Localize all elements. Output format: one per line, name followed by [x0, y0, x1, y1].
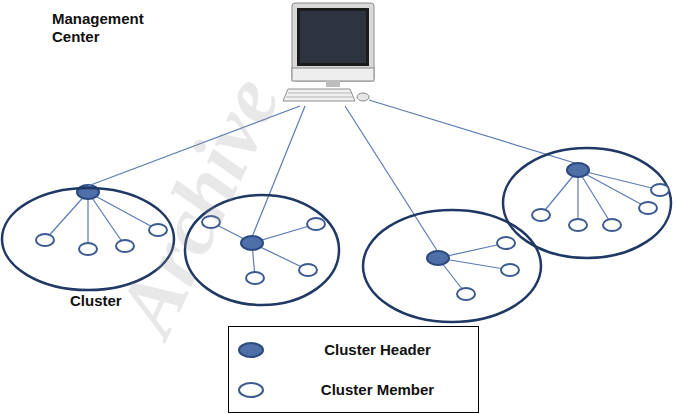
- monitor-base: [292, 68, 374, 81]
- legend-swatch: [229, 333, 277, 367]
- monitor-glass: [300, 11, 366, 63]
- mouse: [357, 93, 369, 101]
- legend-label: Cluster Member: [277, 373, 478, 407]
- legend-swatch: [229, 373, 277, 407]
- cluster-interior: [36, 185, 167, 255]
- keyboard-keys: [286, 97, 353, 98]
- uplink-line: [252, 106, 305, 237]
- cluster-ellipse: [2, 188, 174, 290]
- monitor-screen: [297, 8, 369, 66]
- uplink-line: [345, 106, 438, 252]
- cluster-ellipse: [503, 148, 671, 258]
- uplink-line: [88, 106, 300, 186]
- cluster-ellipse: [185, 195, 339, 305]
- monitor-frame: [292, 3, 374, 81]
- node-label: Management Center: [52, 10, 156, 46]
- node-label: Cluster: [67, 292, 125, 310]
- monitor-stand: [326, 81, 340, 87]
- legend-sample: [239, 383, 263, 397]
- watermark: Archive: [97, 62, 299, 348]
- uplink-lines: [252, 100, 578, 252]
- legend-box: Cluster HeaderCluster Member: [228, 326, 479, 413]
- cluster-region: Cluster: [7, 186, 185, 314]
- legend-sample: [239, 343, 263, 357]
- legend-row: Cluster Member: [229, 373, 478, 407]
- legend-row: Cluster Header: [229, 333, 478, 367]
- keyboard: [283, 89, 355, 101]
- management-center: Management Center: [48, 8, 380, 106]
- cluster-ellipse: [363, 210, 541, 322]
- legend-label: Cluster Header: [277, 333, 478, 367]
- computer-icon: [283, 3, 374, 101]
- keyboard-keys: [288, 93, 351, 94]
